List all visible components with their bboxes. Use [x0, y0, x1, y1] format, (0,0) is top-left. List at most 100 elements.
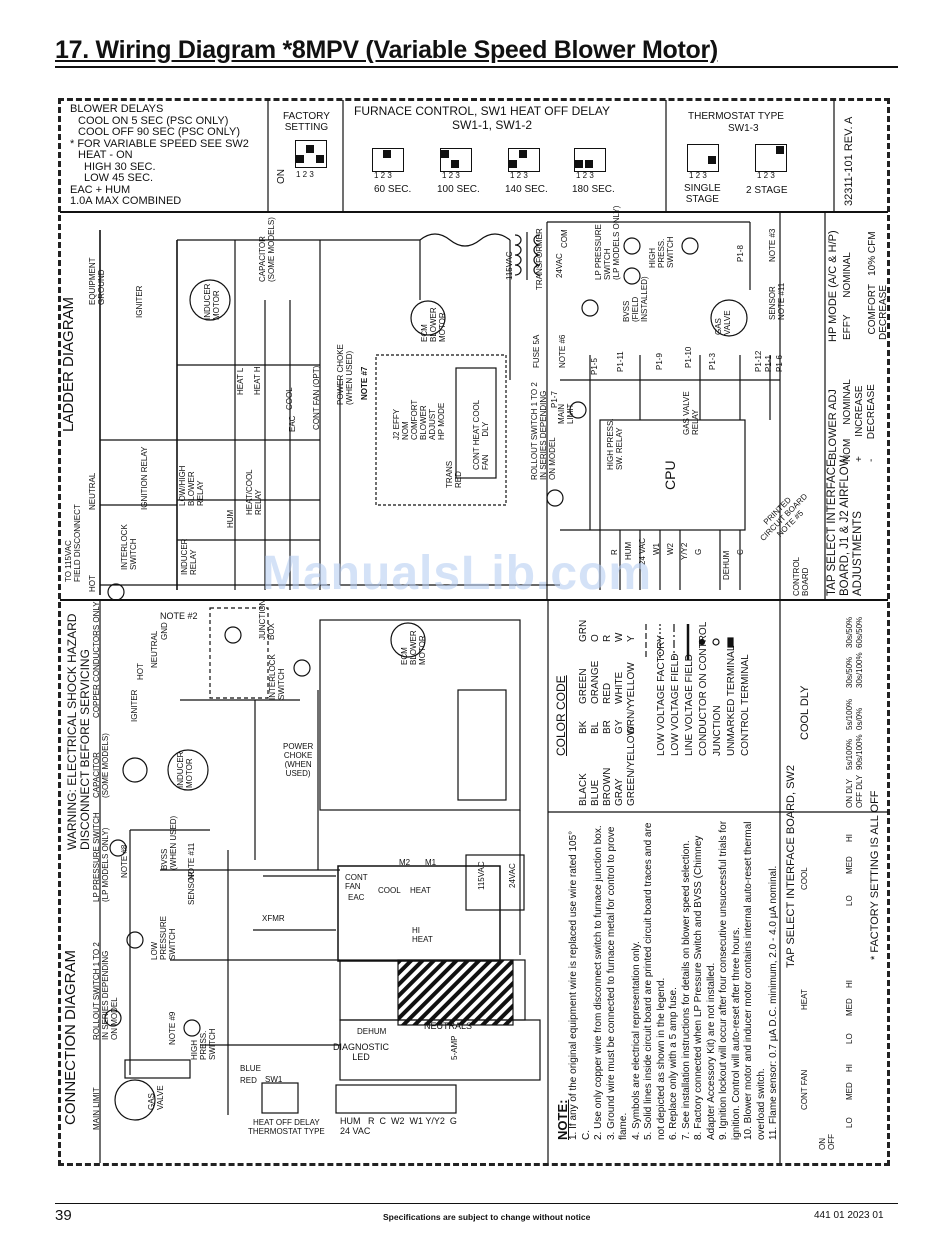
color-name: BLUE [590, 779, 601, 806]
sensor-label: SENSOR NOTE #11 [768, 282, 786, 320]
cool-dly-off: 0s/0% [855, 707, 864, 730]
dip-cell [708, 156, 716, 164]
interlock-switch-label: INTERLOCK SWITCH [120, 524, 138, 570]
connection-diagram-title: CONNECTION DIAGRAM [62, 949, 79, 1125]
color-abbr: R [602, 634, 613, 642]
ladder-diagram-title: LADDER DIAGRAM [60, 296, 77, 432]
ecm-label: ECM BLOWER MOTOR [400, 630, 427, 665]
dip-numbers: 1 2 3 [442, 171, 460, 180]
blower-adj-key: - [866, 458, 877, 462]
blue-label: BLUE [240, 1064, 261, 1073]
equipment-ground-label: EQUIPMENT GROUND [88, 257, 106, 305]
blower-adj-value: DECREASE [866, 384, 877, 440]
level-label: MED [845, 856, 854, 874]
dehum-label: DEHUM [722, 550, 731, 580]
capacitor-label: CAPACITOR (SOME MODELS) [258, 217, 276, 282]
heat-h-label: HEAT H [253, 366, 262, 395]
on-dly-label: ON DLY [845, 778, 854, 808]
color-abbr: BL [590, 721, 601, 734]
note-item: 7. See installation instructions for det… [680, 840, 692, 1140]
legend-item: LOW VOLTAGE FIELD [670, 653, 681, 756]
dip-cell [316, 155, 324, 163]
pin-label: P1-10 [684, 346, 693, 368]
inducer-motor-label: INDUCER MOTOR [176, 751, 194, 788]
cont-fan-label: CONT FAN (OPT) [312, 365, 321, 430]
dip-cell [451, 160, 459, 168]
hot-label: HOT [88, 575, 97, 592]
dip-cell [296, 155, 304, 163]
main-limit-label: MAIN LIMIT [557, 403, 575, 424]
power-choke-label: POWER CHOKE (WHEN USED) [336, 344, 354, 405]
cool-dly-off: 60s/50% [855, 616, 864, 648]
note-6-label: NOTE #6 [558, 334, 567, 368]
hp-mode-title: HP MODE (A/C & H/P) [827, 230, 839, 342]
blower-delays-line: COOL OFF 90 SEC (PSC ONLY) [78, 126, 240, 138]
tap-select-airflow-title: TAP SELECT INTERFACE BOARD, J1 & J2 AIRF… [826, 455, 864, 596]
cool-dly-on: 5s/100% [845, 738, 854, 770]
note-11-label: NOTE #11 [187, 842, 196, 880]
color-abbr: GRN [578, 619, 589, 642]
color-code-row: BLUEBLORANGEO [590, 634, 601, 806]
com-label: COM [560, 229, 569, 248]
cool-dly-off: 30s/100% [855, 652, 864, 688]
dip-numbers: 1 2 3 [374, 171, 392, 180]
level-label: HI [845, 834, 854, 842]
control-board-label: CONTROL BOARD [792, 556, 810, 596]
level-label: MED [845, 998, 854, 1016]
terminal-label: C [736, 549, 745, 555]
thermostat-type-sub: SW1-3 [728, 123, 759, 134]
dehum-label: DEHUM [357, 1027, 387, 1036]
level-label: LO [845, 1033, 854, 1044]
cool-dly-on: 5s/100% [845, 698, 854, 730]
dip-numbers: 1 2 3 [510, 171, 528, 180]
gas-valve-label: GAS VALVE [147, 1085, 165, 1110]
thermostat-type-title: THERMOSTAT TYPE [688, 111, 784, 122]
cool-dly-value: 30s/50% [845, 657, 854, 688]
note-item: 11. Flame sensor: 0.7 µA D.C. minimum, 2… [768, 865, 779, 1140]
footer-disclaimer: Specifications are subject to change wit… [383, 1212, 591, 1222]
delay-label-180: 180 SEC. [572, 184, 615, 195]
hp-mode-row: COMFORT 10% CFM DECREASE [856, 231, 889, 340]
bottom-terminals-label: HUM R C W2 W1 Y/Y2 G 24 VAC [340, 1116, 457, 1136]
thermo-two-label: 2 STAGE [746, 185, 788, 196]
high-press-label: HIGH PRESS. SWITCH [190, 1028, 217, 1060]
color-abbr: GRN/Y [626, 702, 637, 734]
pin-label: P1-3 [708, 353, 717, 370]
copper-conductors-label: COPPER CONDUCTORS ONLY [92, 601, 101, 718]
gnd-label: GND [160, 622, 169, 640]
pin-label: P1-8 [736, 245, 745, 262]
cool-dly-on: 30s/50% [845, 616, 854, 648]
capacitor-label: CAPACITOR (SOME MODELS) [92, 733, 110, 798]
dip-cell [585, 160, 593, 168]
color-code-row: GREEN/YELLOWGRN/YYELLOWY [626, 635, 637, 806]
legend-item: UNMARKED TERMINAL [726, 645, 737, 756]
neutral-label: NEUTRAL [150, 630, 159, 668]
eac-label: EAC [288, 415, 297, 432]
terminal-label: Y/Y2 [680, 542, 689, 560]
relay-label: COOL [378, 886, 401, 895]
pin-label: P1-5 [590, 358, 599, 375]
level-label: LO [845, 1117, 854, 1128]
dip-numbers: 1 2 3 [757, 171, 775, 180]
bvss-label: BVSS (FIELD INSTALLED) [622, 276, 649, 322]
five-amp-label: 5-AMP [450, 1035, 459, 1060]
hum-label: HUM [226, 509, 235, 528]
level-label: LO [845, 895, 854, 906]
dip-cell [776, 146, 784, 154]
interlock-label: INTERLOCK SWITCH [268, 654, 286, 700]
color-abbr: BR [602, 720, 613, 734]
legend-item: JUNCTION [712, 705, 723, 756]
notes-list: 1. If any of the original equipment wire… [568, 820, 781, 1140]
document-code: 441 01 2023 01 [814, 1210, 884, 1221]
note-2-label: NOTE #2 [160, 611, 198, 621]
color-code-row: BROWNBRREDR [602, 635, 613, 806]
igniter-label: IGNITER [135, 285, 144, 318]
cpu-label: CPU [662, 460, 678, 490]
hp-mode-value: NOMINAL [842, 252, 853, 298]
blower-delays-line: COOL ON 5 SEC (PSC ONLY) [78, 114, 229, 127]
color-name: RED [602, 682, 613, 704]
dip-cell [519, 150, 527, 158]
blower-adj-key: + [854, 456, 865, 462]
cool-dly-on: 30s/50% [845, 656, 854, 688]
